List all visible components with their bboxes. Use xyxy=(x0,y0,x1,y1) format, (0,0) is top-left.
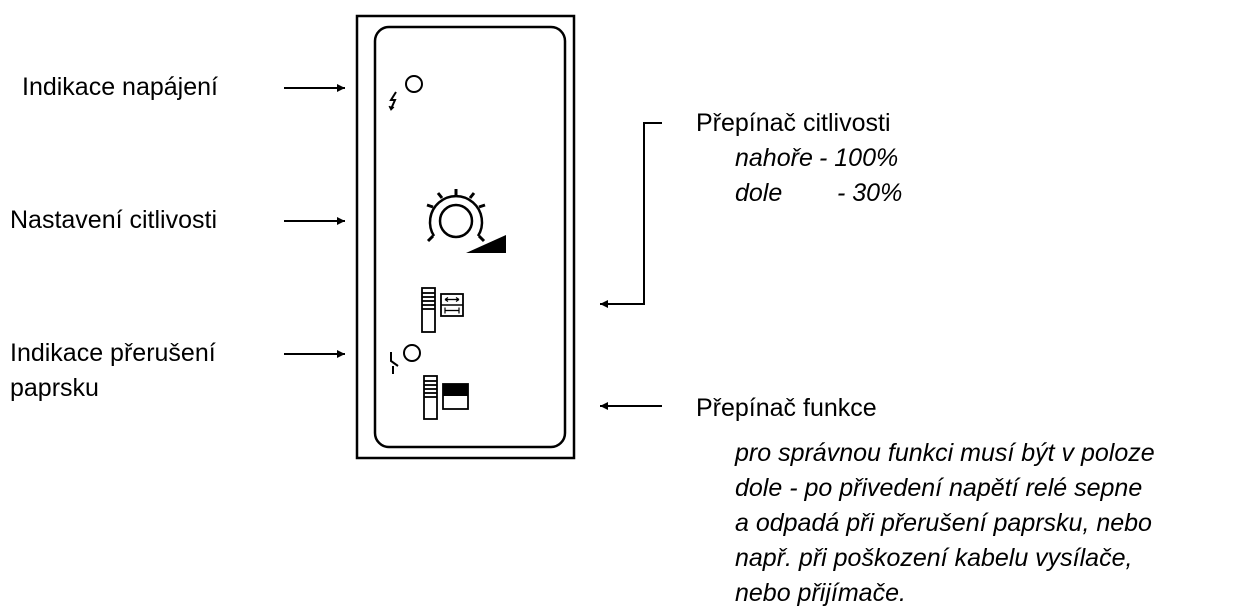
label-beam-break-line1: Indikace přerušení xyxy=(10,339,216,367)
label-sensitivity-switch-title: Přepínač citlivosti xyxy=(696,109,891,137)
panel-outer-frame xyxy=(355,14,576,460)
function-note-line: např. při poškození kabelu vysílače, xyxy=(735,544,1133,572)
label-sensitivity-bottom-value: - 30% xyxy=(837,179,903,207)
label-beam-break-line2: paprsku xyxy=(10,374,99,402)
label-sensitivity-top: nahoře xyxy=(735,144,813,172)
power-led-icon xyxy=(405,75,423,93)
range-icon xyxy=(440,293,464,317)
function-mode-icon xyxy=(442,383,469,410)
beam-break-led-icon xyxy=(403,344,421,362)
label-sensitivity-bottom: dole xyxy=(735,179,783,207)
label-sensitivity-adjust: Nastavení citlivosti xyxy=(10,206,218,234)
label-power-indicator: Indikace napájení xyxy=(22,73,218,101)
sensitivity-knob-icon xyxy=(426,189,486,243)
gain-ramp-icon xyxy=(466,235,506,253)
function-note-line: nebo přijímače. xyxy=(735,579,906,607)
lightning-icon xyxy=(389,91,397,110)
label-sensitivity-top-value: - 100% xyxy=(819,144,899,172)
relay-contact-icon xyxy=(390,352,399,374)
function-dip-switch[interactable] xyxy=(423,375,438,420)
sensitivity-dip-switch[interactable] xyxy=(421,287,436,333)
panel-inner-frame xyxy=(373,25,567,449)
function-note-line: a odpadá při přerušení paprsku, nebo xyxy=(735,509,1152,537)
function-note-line: dole - po přivedení napětí relé sepne xyxy=(735,474,1143,502)
function-note-line: pro správnou funkci musí být v poloze xyxy=(735,439,1155,467)
arrow-sensitivity-switch xyxy=(600,122,662,308)
label-function-switch-title: Přepínač funkce xyxy=(696,394,877,422)
